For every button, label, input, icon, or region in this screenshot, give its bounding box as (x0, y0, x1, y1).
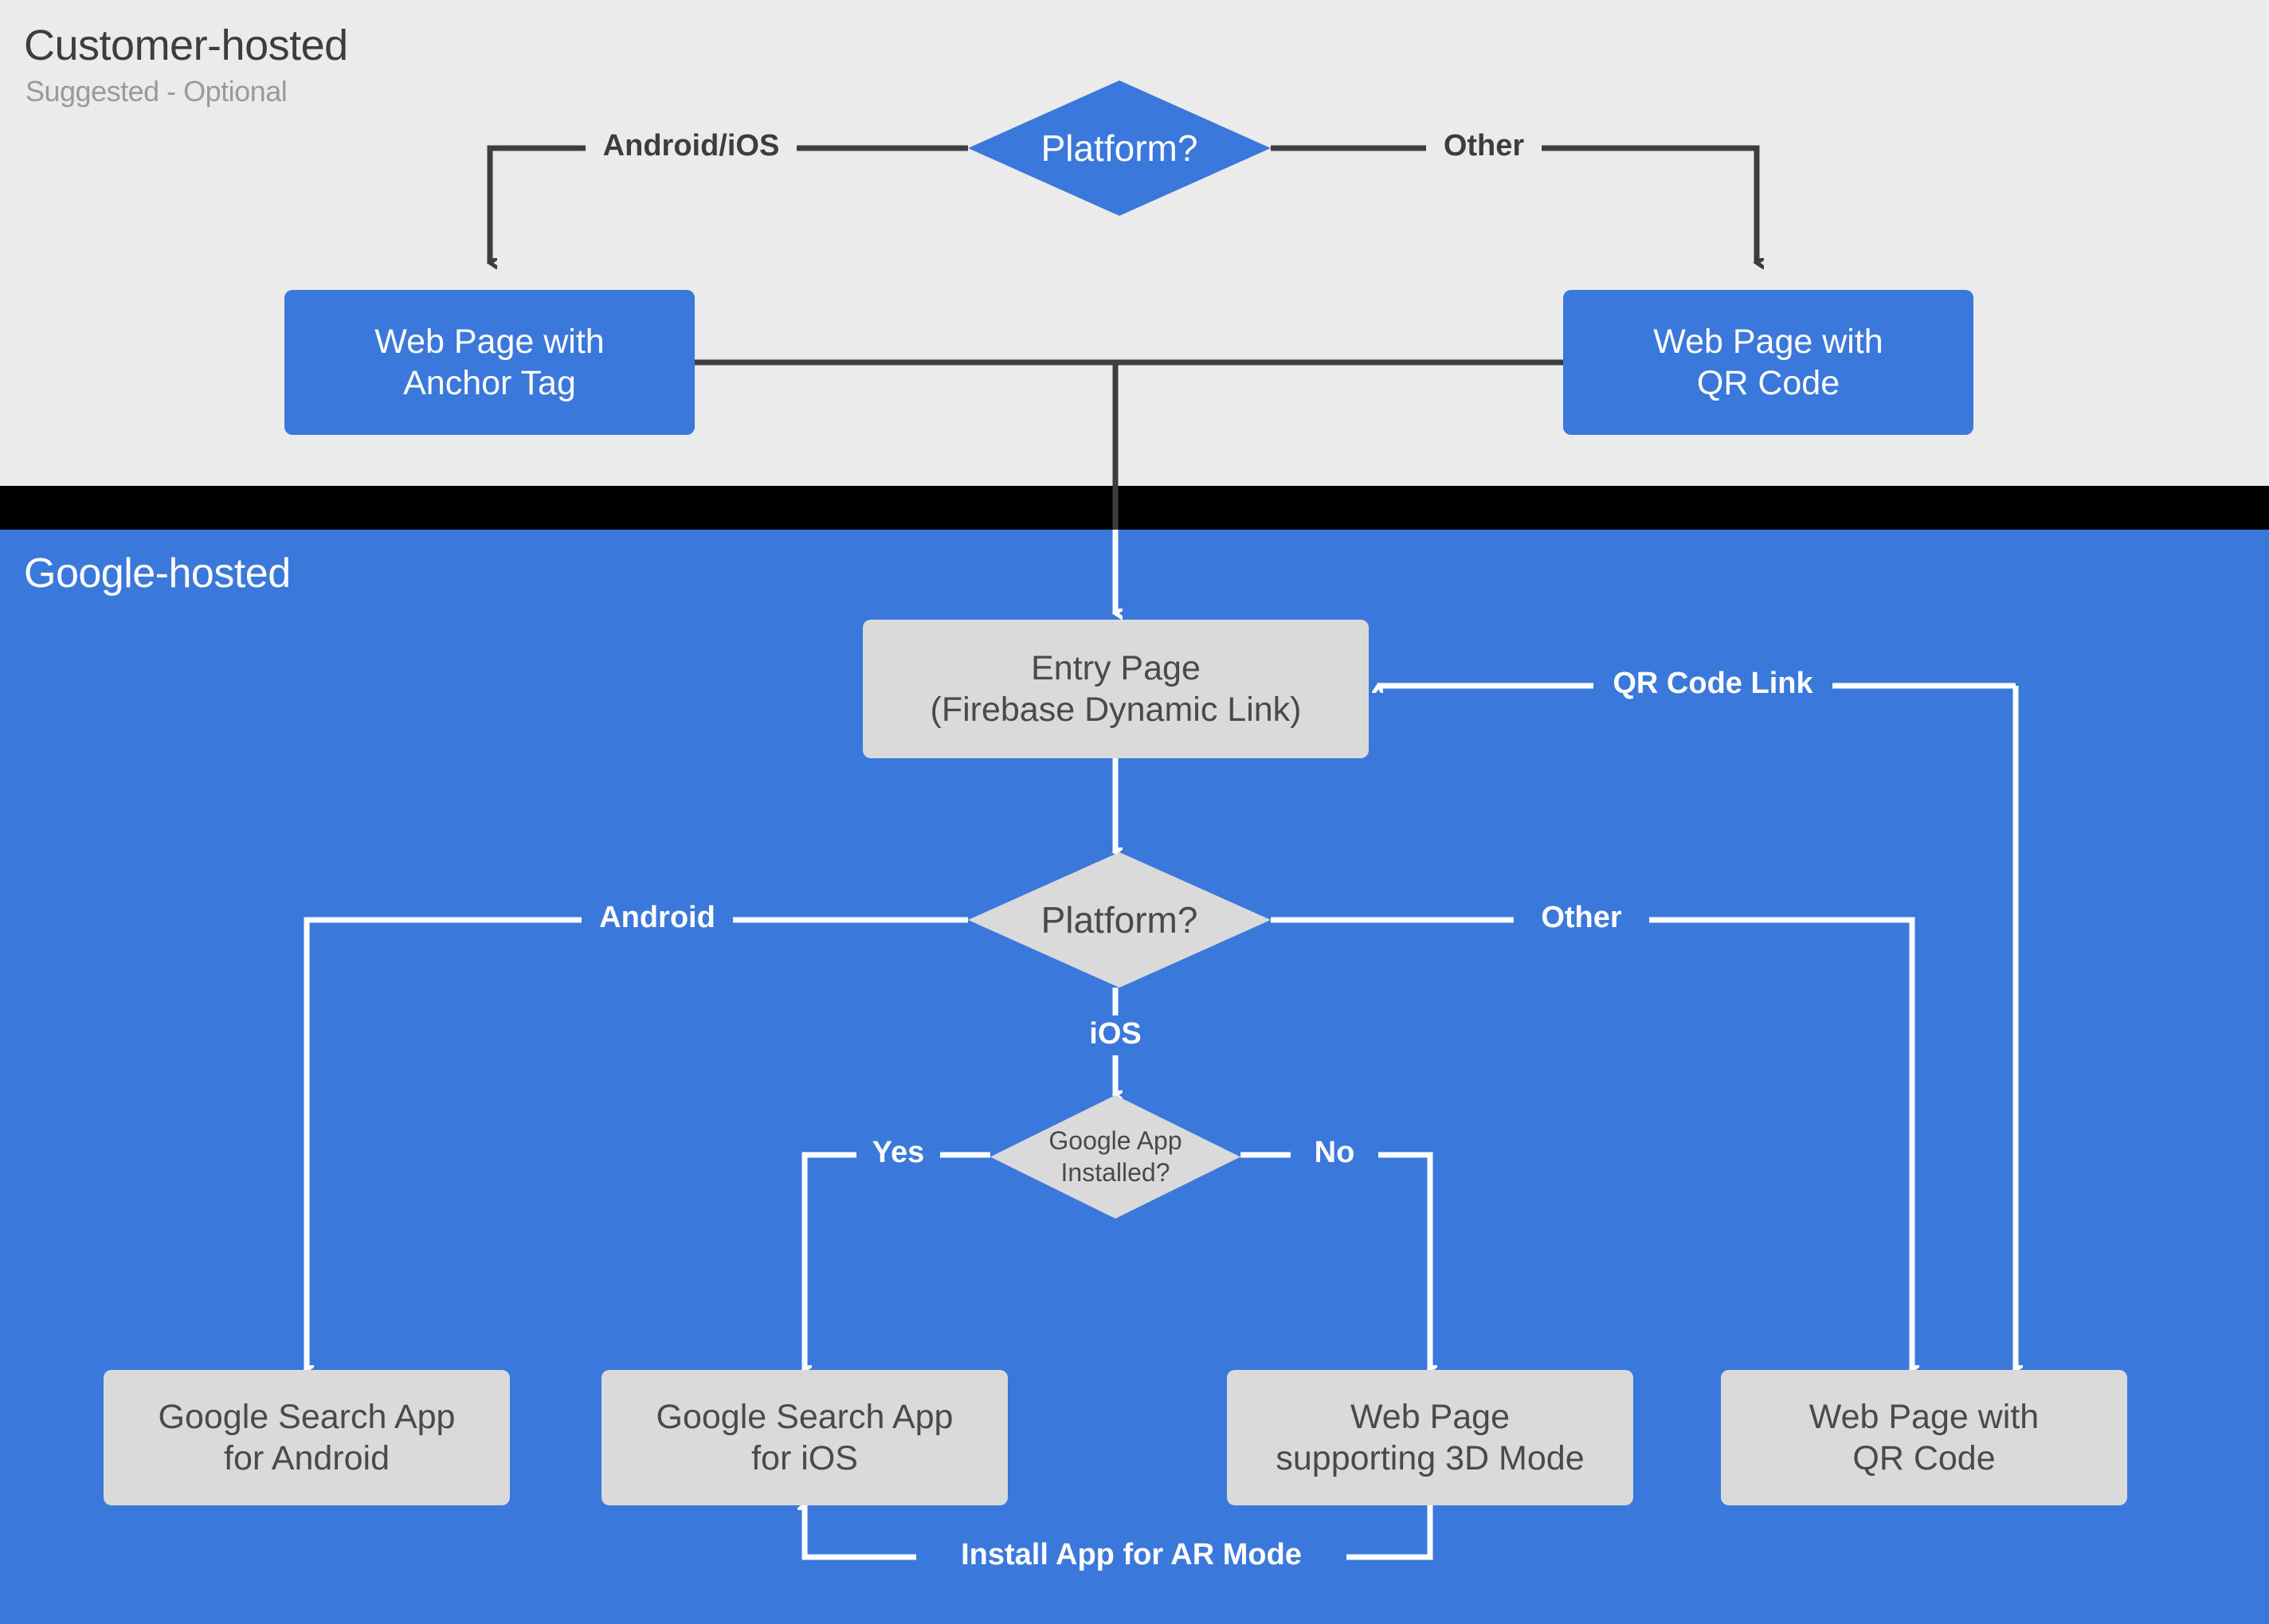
edge-label-install-app-ar-mode: Install App for AR Mode (961, 1538, 1302, 1571)
node-platform-google-label: Platform? (1040, 898, 1198, 941)
edge-label-no: No (1314, 1136, 1355, 1169)
node-web-page-qr-code-bottom-line2: QR Code (1852, 1439, 1996, 1477)
node-google-search-app-android[interactable]: Google Search App for Android (104, 1370, 510, 1505)
customer-hosted-title: Customer-hosted (24, 22, 348, 69)
edge-label-other-top: Other (1443, 129, 1525, 162)
node-google-app-installed-line1: Google App (1048, 1126, 1182, 1156)
google-hosted-title: Google-hosted (24, 550, 291, 597)
edge-label-yes: Yes (872, 1136, 925, 1169)
edge-label-android-ios: Android/iOS (602, 129, 780, 162)
node-entry-page-line1: Entry Page (1031, 648, 1201, 687)
node-web-page-anchor-tag-line1: Web Page with (374, 322, 605, 361)
node-web-page-qr-code-bottom-line1: Web Page with (1809, 1397, 2040, 1436)
node-google-search-app-ios[interactable]: Google Search App for iOS (602, 1370, 1008, 1505)
node-web-page-qr-code-top-line2: QR Code (1696, 364, 1840, 402)
node-web-page-qr-code-bottom[interactable]: Web Page with QR Code (1721, 1370, 2127, 1505)
node-web-page-anchor-tag[interactable]: Web Page with Anchor Tag (284, 290, 695, 435)
node-entry-page-line2: (Firebase Dynamic Link) (930, 691, 1302, 729)
customer-hosted-subtitle: Suggested - Optional (25, 75, 288, 108)
node-google-search-app-android-line2: for Android (224, 1439, 390, 1477)
node-web-page-qr-code-top-line1: Web Page with (1653, 322, 1883, 361)
node-google-search-app-android-line1: Google Search App (158, 1397, 456, 1436)
node-google-search-app-ios-line2: for iOS (751, 1439, 858, 1477)
node-web-page-3d-mode[interactable]: Web Page supporting 3D Mode (1227, 1370, 1633, 1505)
edge-label-ios: iOS (1089, 1017, 1142, 1051)
node-entry-page[interactable]: Entry Page (Firebase Dynamic Link) (863, 620, 1369, 758)
section-divider (0, 486, 2269, 530)
node-platform-customer-label: Platform? (1040, 127, 1198, 169)
node-google-app-installed-line2: Installed? (1060, 1157, 1170, 1187)
node-web-page-3d-mode-line2: supporting 3D Mode (1276, 1439, 1585, 1477)
node-google-search-app-ios-line1: Google Search App (656, 1397, 954, 1436)
node-web-page-anchor-tag-line2: Anchor Tag (403, 364, 576, 402)
node-web-page-qr-code-top[interactable]: Web Page with QR Code (1563, 290, 1973, 435)
edge-label-android: Android (599, 901, 715, 934)
edge-label-qr-code-link: QR Code Link (1613, 667, 1813, 700)
node-web-page-3d-mode-line1: Web Page (1350, 1397, 1510, 1436)
edge-label-other-bottom: Other (1541, 901, 1622, 934)
